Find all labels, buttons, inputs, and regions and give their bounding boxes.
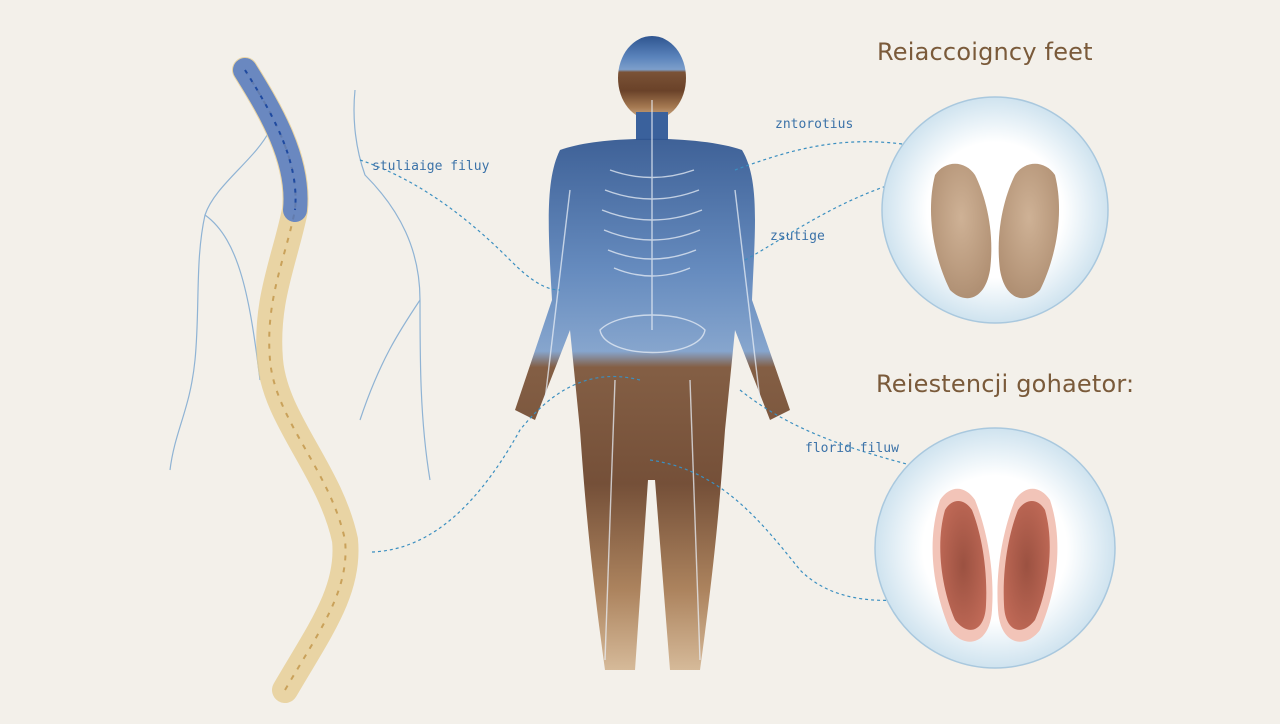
spine-illustration bbox=[232, 57, 359, 703]
foot-circle-top bbox=[881, 96, 1109, 324]
callout-label-shoulder: zntorotius bbox=[775, 117, 853, 132]
back-silhouette bbox=[169, 89, 431, 481]
heading-bottom: Reiestencji gohaetor: bbox=[876, 370, 1135, 398]
callout-label-hip: florid filuw bbox=[805, 441, 899, 456]
callout-label-spine: stuliaige filuy bbox=[372, 159, 490, 174]
foot-circle-bottom bbox=[874, 427, 1116, 669]
callout-label-arm: zsutige bbox=[770, 229, 825, 244]
callout-lines bbox=[359, 141, 976, 602]
human-figure bbox=[515, 36, 790, 670]
heading-top: Reiaccoigncy feet bbox=[877, 38, 1093, 66]
